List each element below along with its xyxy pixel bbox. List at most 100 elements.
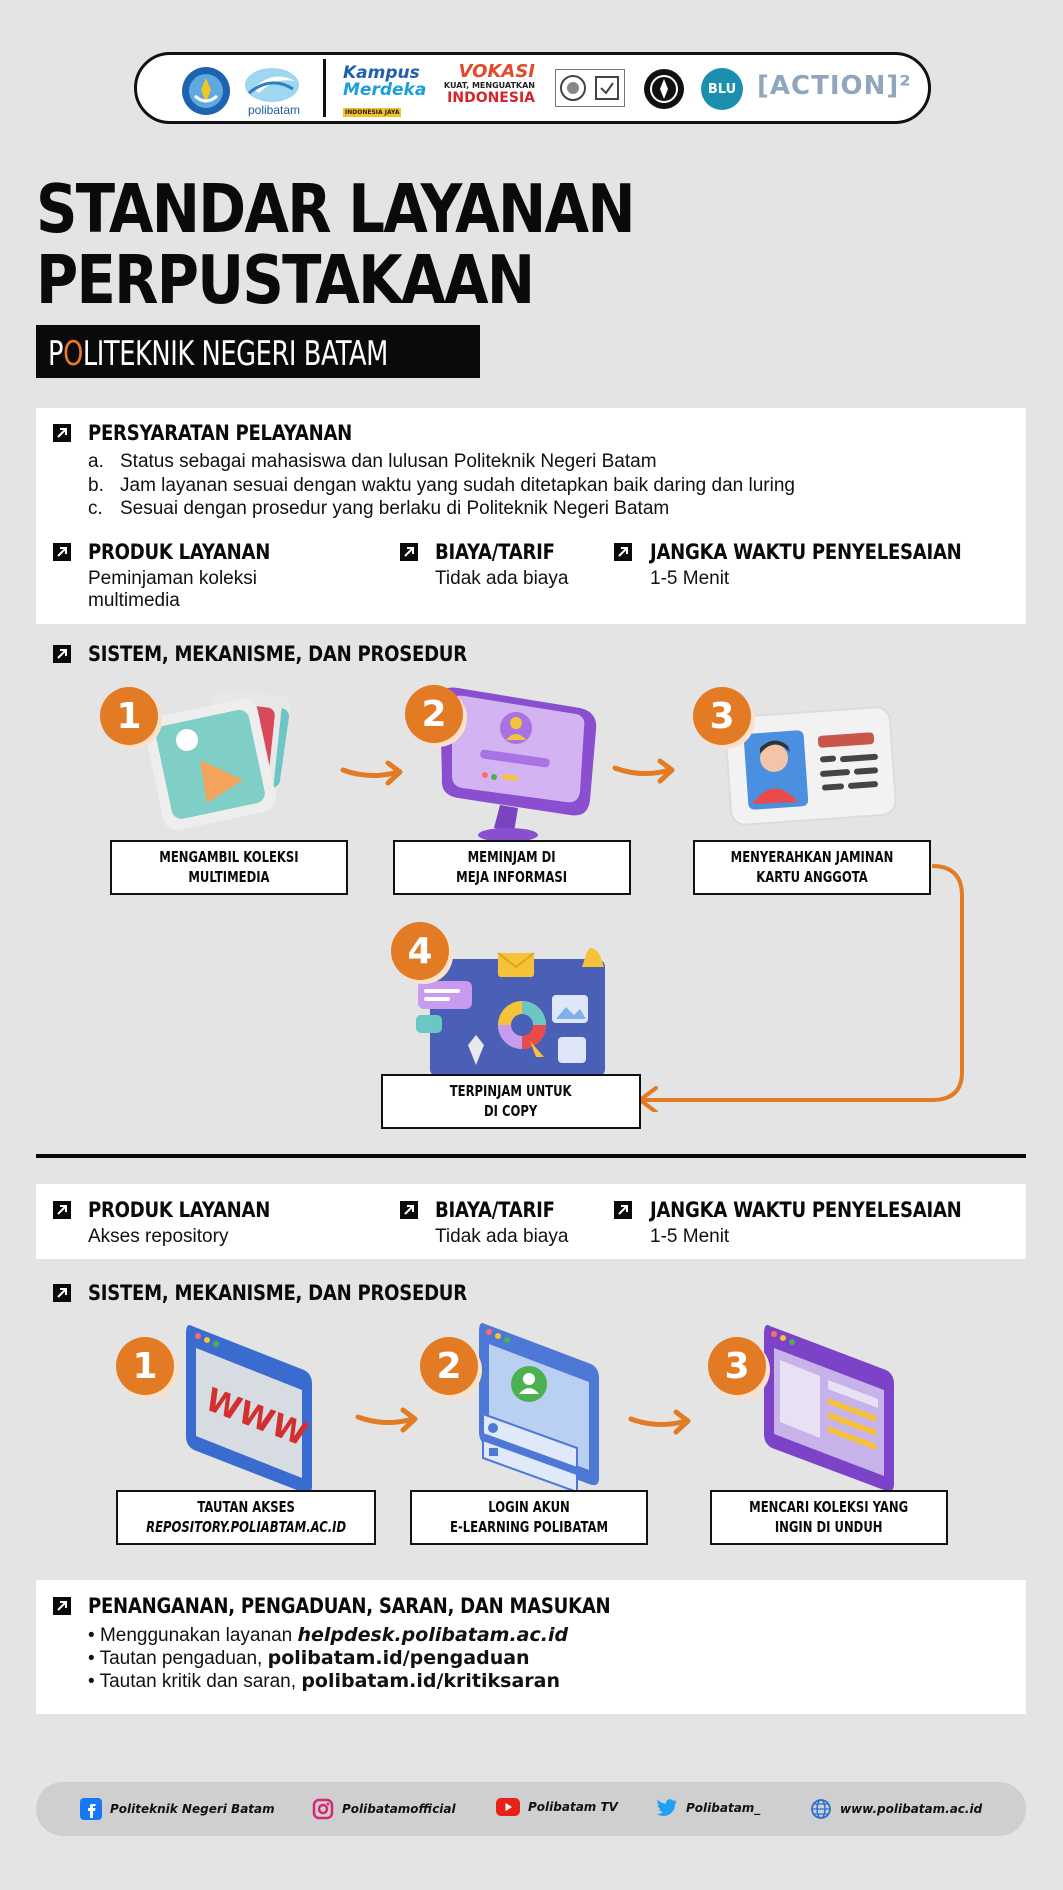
multimedia-cards-icon: [145, 690, 291, 831]
partner-logo-bar: polibatam Kampus Merdeka INDONESIA JAYA …: [134, 52, 931, 124]
step-label-line1: MENCARI KOLEKSI YANG: [749, 1498, 909, 1516]
procedure-heading: SISTEM, MEKANISME, DAN PROSEDUR: [88, 1281, 467, 1305]
step-number-badge: 2: [405, 685, 463, 743]
complaints-heading: PENANGANAN, PENGADUAN, SARAN, DAN MASUKA…: [88, 1594, 611, 1618]
product-value: Akses repository: [88, 1226, 229, 1247]
arrow-bullet-icon: [400, 1201, 418, 1219]
logo-divider: [323, 59, 326, 117]
institution-name-rest: LITEKNIK NEGERI BATAM: [82, 334, 388, 374]
iso-badge-icon: [595, 76, 619, 100]
collection-search-icon: [764, 1325, 894, 1492]
arrow-bullet-icon: [53, 645, 71, 663]
flow-arrow-icon: [355, 1407, 418, 1433]
blu-label: BLU: [707, 81, 737, 97]
facebook-link[interactable]: Politeknik Negeri Batam: [80, 1798, 275, 1820]
youtube-link[interactable]: Polibatam TV: [496, 1798, 618, 1816]
procedure-heading: SISTEM, MEKANISME, DAN PROSEDUR: [88, 642, 467, 666]
step-number-badge: 1: [100, 687, 158, 745]
twitter-label: Polibatam_: [686, 1801, 761, 1815]
login-account-icon: [479, 1323, 599, 1493]
kampus-merdeka-logo: Kampus Merdeka INDONESIA JAYA: [343, 63, 427, 117]
arrow-bullet-icon: [400, 543, 418, 561]
section-divider: [36, 1154, 1026, 1158]
product-value-line1: Peminjaman koleksi: [88, 568, 257, 589]
flow-arrow-icon: [612, 758, 675, 784]
fee-value: Tidak ada biaya: [435, 1226, 569, 1247]
step-label-line1: MENGAMBIL KOLEKSI: [159, 848, 299, 866]
step-label-line1: MENYERAHKAN JAMINAN: [730, 848, 894, 866]
step-number-badge: 4: [391, 922, 449, 980]
arrow-bullet-icon: [53, 543, 71, 561]
kampus-merdeka-line2: Merdeka: [343, 80, 427, 100]
requirements-panel: PERSYARATAN PELAYANAN a. Status sebagai …: [36, 408, 1026, 624]
product-heading: PRODUK LAYANAN: [88, 540, 271, 564]
requirement-item: Jam layanan sesuai dengan waktu yang sud…: [120, 475, 795, 496]
complaint-channel-label: Menggunakan layanan: [99, 1625, 298, 1646]
polibatam-logo-label: polibatam: [248, 103, 301, 117]
duration-value: 1-5 Menit: [650, 568, 730, 589]
complaint-channel-label: Tautan pengaduan,: [99, 1648, 268, 1669]
fee-heading: BIAYA/TARIF: [435, 540, 555, 564]
kan-badge-icon: [560, 75, 586, 101]
institution-name-accent-letter: O: [63, 334, 83, 374]
step-number-badge: 3: [708, 1337, 766, 1395]
step-label-line2: INGIN DI UNDUH: [775, 1517, 883, 1536]
step-number-badge: 1: [116, 1337, 174, 1395]
facebook-label: Politeknik Negeri Batam: [110, 1802, 275, 1816]
arrow-bullet-icon: [614, 1201, 632, 1219]
vokasi-line3: INDONESIA: [447, 90, 535, 106]
step-label-line2: DI COPY: [484, 1101, 538, 1120]
duration-heading: JANGKA WAKTU PENYELESAIAN: [650, 540, 962, 564]
institution-name-first-letter: P: [48, 334, 64, 374]
step-label-line1: MEMINJAM DI: [468, 848, 556, 866]
step-label-line2: MEJA INFORMASI: [456, 867, 568, 886]
globe-icon: [811, 1799, 831, 1819]
step-label-line2: REPOSITORY.POLIABTAM.AC.ID: [145, 1517, 347, 1536]
complaint-channel-label: Tautan kritik dan saran,: [99, 1671, 302, 1692]
fee-heading: BIAYA/TARIF: [435, 1198, 555, 1222]
website-link[interactable]: www.polibatam.ac.id: [810, 1798, 982, 1820]
requirement-letter: a.: [88, 451, 104, 472]
requirement-item: Sesuai dengan prosedur yang berlaku di P…: [120, 498, 670, 519]
step-number-badge: 2: [420, 1337, 478, 1395]
arrow-bullet-icon: [614, 543, 632, 561]
instagram-link[interactable]: Polibatamofficial: [312, 1798, 456, 1820]
action-logo: [ACTION]²: [757, 71, 912, 101]
step-number-badge: 3: [693, 687, 751, 745]
social-footer: Politeknik Negeri Batam Polibatamofficia…: [36, 1782, 1026, 1836]
emblem-logo: [644, 69, 684, 109]
requirement-item: Status sebagai mahasiswa dan lulusan Pol…: [120, 451, 657, 472]
kampus-merdeka-tag: INDONESIA JAYA: [343, 108, 402, 117]
feedback-link[interactable]: polibatam.id/kritiksaran: [301, 1670, 560, 1692]
arrow-bullet-icon: [53, 424, 71, 442]
youtube-icon: [496, 1798, 520, 1816]
instagram-label: Polibatamofficial: [342, 1802, 456, 1816]
facebook-icon: [80, 1798, 102, 1820]
flow-connector-arrow: [638, 864, 964, 1112]
service2-info-panel: PRODUK LAYANAN Akses repository BIAYA/TA…: [36, 1184, 1026, 1259]
requirements-heading: PERSYARATAN PELAYANAN: [88, 421, 353, 445]
duration-heading: JANGKA WAKTU PENYELESAIAN: [650, 1198, 962, 1222]
fee-value: Tidak ada biaya: [435, 568, 569, 589]
arrow-bullet-icon: [53, 1201, 71, 1219]
arrow-bullet-icon: [53, 1284, 71, 1302]
helpdesk-link[interactable]: helpdesk.polibatam.ac.id: [297, 1624, 569, 1646]
step-label-line1: TERPINJAM UNTUK: [450, 1082, 572, 1100]
page-title-line2: PERPUSTAKAAN: [36, 241, 535, 319]
product-value-line2: multimedia: [88, 590, 180, 611]
complaint-link[interactable]: polibatam.id/pengaduan: [267, 1647, 530, 1669]
kampus-merdeka-line1: Kampus: [343, 63, 420, 83]
institution-banner: POLITEKNIK NEGERI BATAM: [36, 325, 480, 378]
twitter-link[interactable]: Polibatam_: [656, 1798, 760, 1818]
step-label-line1: TAUTAN AKSES: [197, 1498, 295, 1516]
monitor-user-icon: [440, 687, 597, 842]
polibatam-logo: [245, 68, 299, 102]
flow-arrow-icon: [340, 760, 403, 786]
step-label-line1: LOGIN AKUN: [488, 1498, 570, 1516]
flow-arrow-icon: [628, 1409, 691, 1435]
vokasi-logo: VOKASI KUAT, MENGUATKAN INDONESIA: [443, 63, 535, 113]
